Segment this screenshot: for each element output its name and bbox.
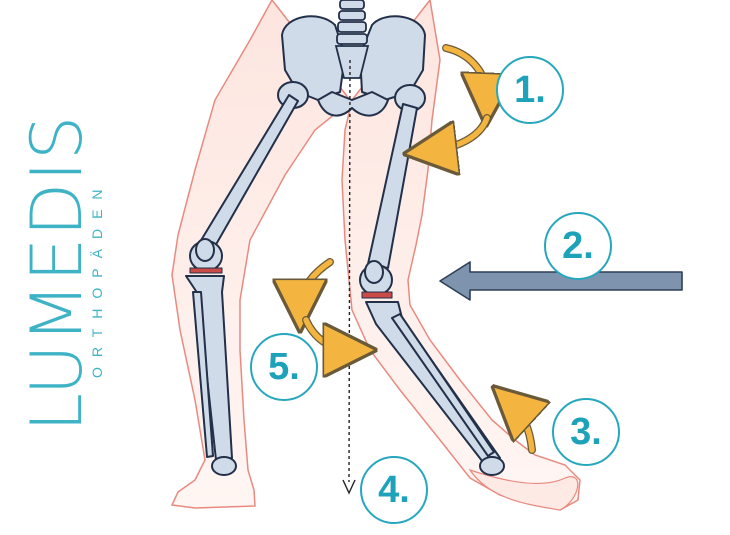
force-arrow-shape [439,261,683,301]
vertebra [339,0,365,10]
left-ankle [479,456,505,476]
right-meniscus [189,267,223,274]
right-ankle [211,456,237,476]
rotation-arrows [300,44,532,454]
pelvis-right-ilium [359,15,426,101]
vertebra [337,21,367,33]
left-patella [364,260,384,284]
knee-rotation-arrow-bottom-fill [303,317,350,350]
right-leg-bones [185,94,299,476]
pelvis-left-ilium [281,15,346,101]
marker-1: 1. [496,56,564,124]
marker-2: 2. [544,212,612,280]
right-fibula [192,291,214,458]
marker-4: 4. [360,456,428,524]
spine [334,0,370,79]
pelvis [277,15,426,117]
hip-rotation-arrow-top-fill [443,45,487,100]
marker-5: 5. [250,333,318,401]
hip-rotation-arrow-bottom-fill [430,115,490,151]
ankle-arrow-fill [512,404,532,453]
pubis [317,91,389,117]
left-fibula [391,313,495,457]
sacrum [334,45,370,79]
left-meniscus [361,291,393,299]
vertebra [336,33,368,45]
marker-3: 3. [552,398,620,466]
mechanical-axis-line [348,59,351,483]
knee-rotation-arrow-top-fill [300,259,333,306]
foot-outline [468,468,579,511]
vertebra [338,10,366,21]
mechanical-axis-arrowhead [342,479,356,495]
brand-logo: LUMEDIS [16,114,98,432]
right-patella [195,238,215,262]
brand-tagline: ORTHOPÄDEN [89,179,105,378]
force-arrow [439,261,683,301]
